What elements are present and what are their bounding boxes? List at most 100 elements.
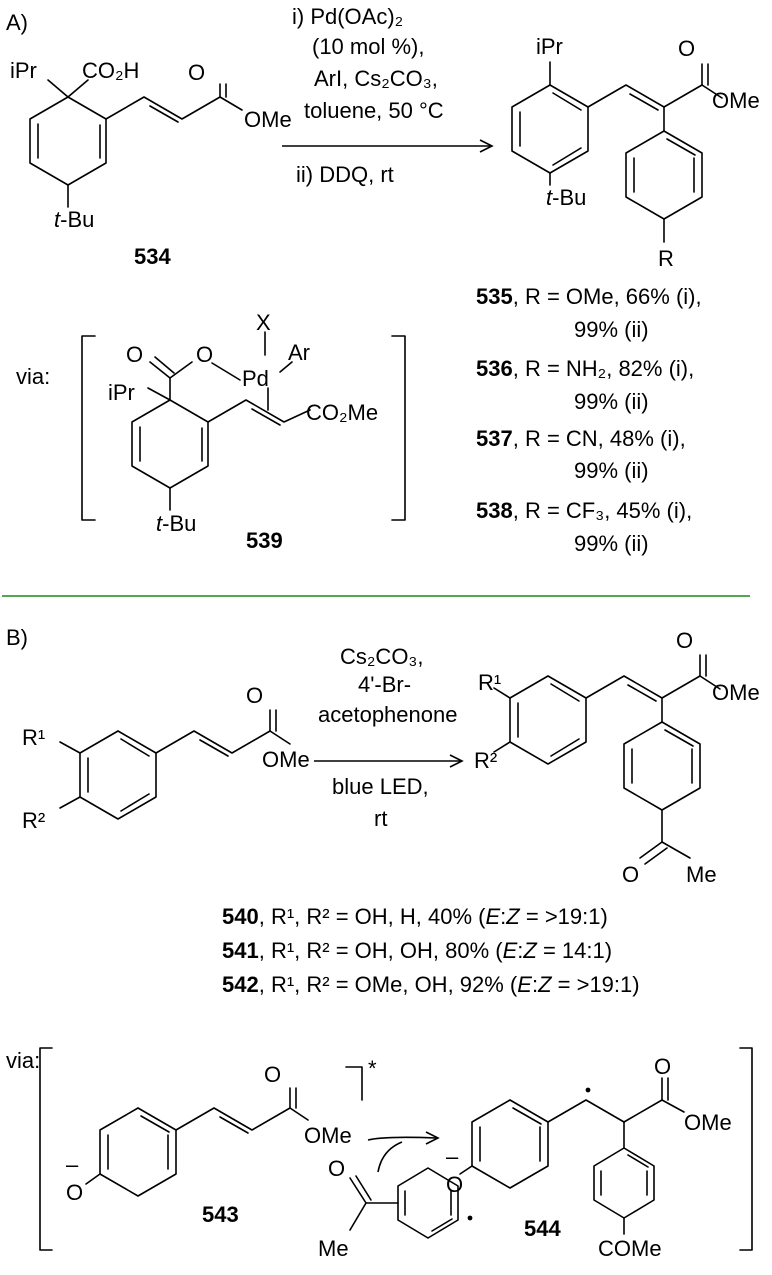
carbonyl-o-543-label: O (264, 1062, 281, 1087)
int-tbu-label: t-Bu (156, 511, 196, 536)
compound-543-structure (85, 1087, 309, 1197)
result-537-line2: 99% (ii) (574, 458, 649, 483)
condition-a-line5: ii) DDQ, rt (296, 162, 394, 187)
compound-544-number: 544 (524, 1216, 561, 1241)
result-541-e: E (503, 938, 518, 963)
result-536-line1: 536, R = NH₂, 82% (i), (476, 356, 694, 381)
product-ome-label: OMe (712, 88, 760, 113)
result-537-text: , R = CN, 48% (i), (513, 426, 686, 451)
product-b-r1-label: R¹ (478, 670, 501, 695)
result-536-text: , R = NH₂, 82% (i), (513, 356, 695, 381)
sm-ome-label: OMe (244, 107, 292, 132)
acyl-radical-o-label: O (328, 1156, 345, 1181)
result-542-z: Z (537, 972, 553, 997)
compound-539-structure (131, 331, 311, 511)
result-542-e: E (517, 972, 532, 997)
via-label-b: via: (6, 1048, 40, 1073)
condition-a-line2: (10 mol %), (312, 34, 424, 59)
minus-charge-543: – (66, 1152, 79, 1177)
ome-543-label: OMe (304, 1123, 352, 1148)
via-label-a: via: (16, 364, 50, 389)
int-ipr-label: iPr (108, 380, 135, 405)
come-544-label: COMe (598, 1236, 662, 1261)
excited-state-star: * (368, 1056, 377, 1081)
condition-b-line3: acetophenone (318, 702, 457, 727)
sm-b-carbonyl-o-label: O (246, 683, 263, 708)
product-r-label: R (658, 246, 674, 271)
condition-a-line4: toluene, 50 °C (304, 98, 444, 123)
condition-a-line3: ArI, Cs₂CO₃, (314, 66, 438, 91)
sm-b-r1-label: R¹ (22, 725, 45, 750)
o-minus-543-label: O (66, 1180, 83, 1205)
result-536-line2: 99% (ii) (574, 389, 649, 414)
int-pd-label: Pd (242, 366, 269, 391)
right-bracket-539 (391, 335, 406, 521)
acyl-aryl-radical-structure (349, 1167, 473, 1239)
compound-534-number: 534 (134, 244, 171, 269)
compound-543-number: 543 (202, 1202, 239, 1227)
panel-a-label: A) (6, 10, 28, 35)
product-tbu-italic-t: t (546, 185, 553, 210)
product-b-acyl-o-label: O (622, 862, 639, 887)
result-538-line2: 99% (ii) (574, 531, 649, 556)
left-bracket-539 (81, 335, 96, 521)
condition-b-line2: 4'-Br- (358, 672, 411, 697)
sm-b-ome-label: OMe (262, 747, 310, 772)
compound-544-structure (459, 1077, 685, 1235)
result-538-number: 538 (476, 498, 513, 523)
minus-charge-544: – (446, 1144, 459, 1169)
condition-a-line1: i) Pd(OAc)₂ (292, 4, 403, 29)
result-537-number: 537 (476, 426, 513, 451)
sm-tbu-italic-t: t (54, 207, 61, 232)
sm-tbu-label: t-Bu (54, 207, 94, 232)
panel-b-label: B) (6, 625, 28, 650)
int-ar-label: Ar (288, 340, 310, 365)
result-541-number: 541 (222, 938, 259, 963)
o-minus-544-label: O (446, 1172, 463, 1197)
condition-b-line4: blue LED, (332, 774, 429, 799)
result-542-text: , R¹, R² = OMe, OH, 92% ( (259, 972, 518, 997)
result-535-text: , R = OMe, 66% (i), (513, 284, 702, 309)
sm-b-r2-label: R² (22, 808, 45, 833)
acyl-radical-me-label: Me (318, 1236, 349, 1261)
int-ester-o-label: O (196, 342, 213, 367)
sm-ipr-label: iPr (10, 58, 37, 83)
result-542-tail: = >19:1) (552, 972, 640, 997)
product-b-ome-label: OMe (712, 680, 760, 705)
sm-co2h-label: CO₂H (82, 58, 139, 83)
result-536-number: 536 (476, 356, 513, 381)
cinnamate-sm-structure (59, 709, 291, 820)
product-tbu-label: t-Bu (546, 185, 586, 210)
result-540-z: Z (505, 904, 521, 929)
product-b-r2-label: R² (474, 748, 497, 773)
result-540-number: 540 (222, 904, 259, 929)
product-535-538-structure (511, 61, 723, 243)
result-541-text: , R¹, R² = OH, OH, 80% ( (259, 938, 504, 963)
result-540: 540, R¹, R² = OH, H, 40% (E:Z = >19:1) (222, 904, 608, 929)
result-542: 542, R¹, R² = OMe, OH, 92% (E:Z = >19:1) (222, 972, 640, 997)
result-537-line1: 537, R = CN, 48% (i), (476, 426, 686, 451)
left-bracket-mechanism (39, 1047, 53, 1251)
product-tbu-rest: -Bu (552, 185, 586, 210)
carbonyl-o-544-label: O (654, 1054, 671, 1079)
result-541: 541, R¹, R² = OH, OH, 80% (E:Z = 14:1) (222, 938, 612, 963)
result-540-tail: = >19:1) (520, 904, 608, 929)
int-x-label: X (256, 310, 271, 335)
reaction-arrow-a (282, 139, 494, 153)
result-535-line1: 535, R = OMe, 66% (i), (476, 284, 702, 309)
result-542-colon: : (532, 972, 538, 997)
result-540-text: , R¹, R² = OH, H, 40% ( (259, 904, 486, 929)
product-ipr-label: iPr (536, 34, 563, 59)
int-co2me-label: CO₂Me (306, 400, 378, 425)
compound-534-structure (29, 79, 243, 208)
product-b-carbonyl-o-label: O (676, 628, 693, 653)
set-arrow (367, 1131, 440, 1173)
right-bracket-mechanism (739, 1047, 753, 1251)
result-535-line2: 99% (ii) (574, 317, 649, 342)
ome-544-label: OMe (684, 1110, 732, 1135)
excited-state-bracket (345, 1066, 363, 1101)
result-541-colon: : (517, 938, 523, 963)
result-538-line1: 538, R = CF₃, 45% (i), (476, 498, 692, 523)
result-542-number: 542 (222, 972, 259, 997)
int-tbu-rest: -Bu (162, 511, 196, 536)
